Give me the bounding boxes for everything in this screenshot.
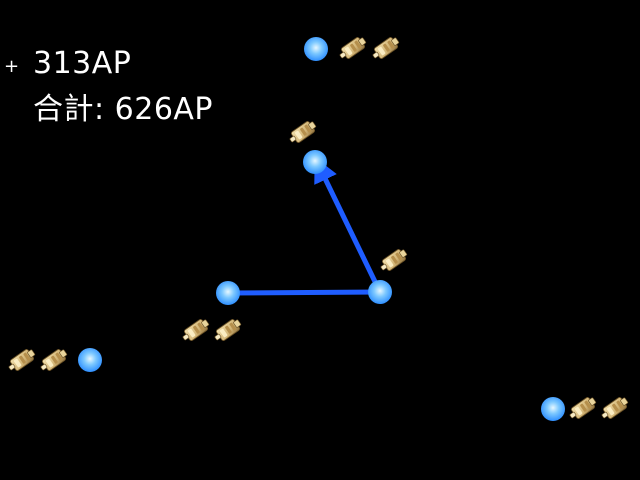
hud-ap-gain: 313AP <box>33 46 132 81</box>
resonator-icon <box>378 246 410 275</box>
portal-icon[interactable] <box>216 281 240 305</box>
hud-plus-sign: + <box>4 56 20 77</box>
resonator-icon <box>567 394 599 423</box>
resonator-icon <box>337 34 369 63</box>
portal-icon[interactable] <box>541 397 565 421</box>
portal-icon[interactable] <box>304 37 328 61</box>
resonator-icon <box>599 394 631 423</box>
portal-icon[interactable] <box>368 280 392 304</box>
resonator-icon <box>370 34 402 63</box>
hud-ap-total: 合計: 626AP <box>33 92 214 127</box>
resonator-icon <box>180 316 212 345</box>
link-line <box>227 289 381 296</box>
resonator-icon <box>212 316 244 345</box>
resonator-icon <box>6 346 38 375</box>
resonator-icon <box>287 118 319 147</box>
link-arrow <box>314 156 383 294</box>
resonator-icon <box>38 346 70 375</box>
portal-icon[interactable] <box>303 150 327 174</box>
portal-icon[interactable] <box>78 348 102 372</box>
